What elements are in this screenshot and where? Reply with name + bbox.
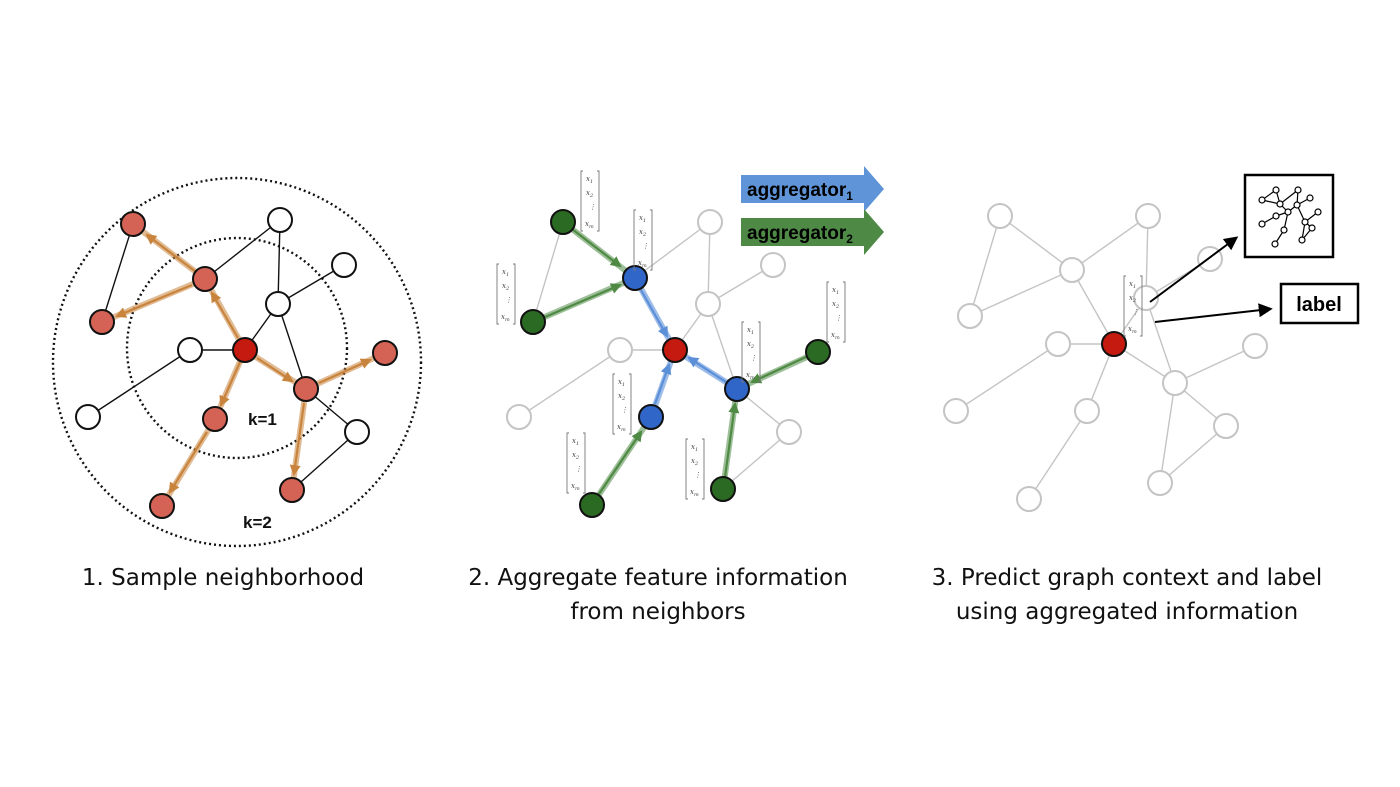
graph-nodes [506,209,831,518]
aggregator1-arrow: aggregator1 [741,166,884,212]
node-faded [1162,370,1188,396]
node-sampled [149,493,175,519]
sampled-edge-arrows [114,233,373,494]
node-sampled [279,477,305,503]
target-node [232,337,258,363]
node-unsampled [331,252,357,278]
node-faded [943,398,969,424]
node-unsampled [267,207,293,233]
node-hop2 [520,309,546,335]
node-sampled [192,266,218,292]
node-faded [697,209,723,235]
k2-label: k=2 [243,513,272,532]
faded-edges [518,221,790,490]
target-node [1101,331,1127,357]
feature-vector [633,209,653,271]
feature-vector [685,438,705,500]
node-sampled [202,406,228,432]
feature-vector [612,373,632,435]
unsampled-edges [87,219,358,491]
panel3-caption-line1: 3. Predict graph context and label [932,565,1323,591]
panel2-caption-line1: 2. Aggregate feature information [468,565,848,591]
k2-boundary [51,176,423,548]
feature-vector [741,321,761,383]
node-unsampled [265,291,291,317]
node-hop2 [805,339,831,365]
feature-vector [826,281,846,343]
node-faded [957,303,983,329]
panel-predict: label 3. Predict graph context and label… [932,173,1360,625]
node-sampled [120,211,146,237]
label-box: label [1279,282,1360,325]
feature-vector [496,263,516,325]
graph-nodes [943,203,1268,512]
context-arrow [1149,236,1239,303]
node-faded [607,337,633,363]
node-faded [506,404,532,430]
node-faded [776,419,802,445]
node-hop1 [638,404,664,430]
node-faded [1059,257,1085,283]
node-faded [1213,413,1239,439]
node-faded [1074,398,1100,424]
node-sampled [293,376,319,402]
panel3-caption-line2: using aggregated information [956,599,1298,625]
node-faded [760,252,786,278]
aggregator2-arrow: aggregator2 [741,209,884,255]
graph-context-icon [1243,173,1335,259]
node-hop2 [579,492,605,518]
node-unsampled [75,404,101,430]
svg-text:aggregator1: aggregator1 [747,180,853,203]
panel-aggregate-features: aggregator1 aggregator2 2. Aggregate fea… [468,166,884,625]
node-hop1 [622,265,648,291]
hop1-arrows [640,289,727,405]
svg-text:label: label [1296,294,1342,316]
node-faded [1147,470,1173,496]
node-faded [1242,333,1268,359]
panel2-caption-line2: from neighbors [570,599,745,625]
node-hop2 [550,209,576,235]
node-faded [1045,331,1071,357]
node-faded [1016,486,1042,512]
panel-sample-neighborhood: k=1 k=2 1. Sample neighborhood [51,176,423,591]
k1-boundary [125,236,349,460]
node-hop1 [724,376,750,402]
node-faded [1135,203,1161,229]
node-hop2 [710,476,736,502]
svg-text:aggregator2: aggregator2 [747,223,853,246]
graph-nodes [75,207,398,519]
target-node [662,337,688,363]
node-sampled [372,340,398,366]
k1-label: k=1 [248,410,277,429]
node-unsampled [344,419,370,445]
node-faded [987,203,1013,229]
node-faded [695,291,721,317]
hop2-arrows [544,228,807,495]
faded-edges [955,215,1256,500]
node-sampled [89,309,115,335]
label-arrow [1154,303,1273,323]
panel1-caption: 1. Sample neighborhood [82,565,364,591]
node-unsampled [177,337,203,363]
feature-vector [580,170,600,232]
feature-vector [566,432,586,494]
